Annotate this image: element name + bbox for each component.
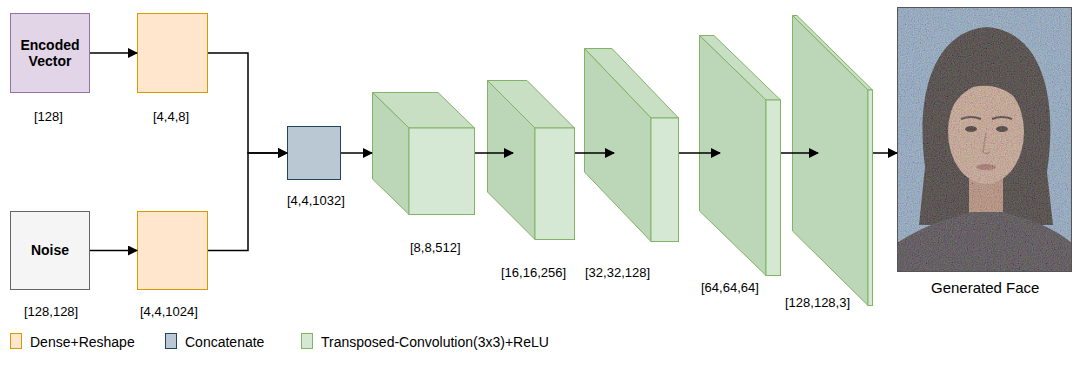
arrow-connector: [475, 152, 513, 154]
conv-block: [32,32,128]: [584, 48, 679, 242]
arrow-connector: [341, 152, 372, 154]
legend-swatch: [10, 333, 22, 349]
legend-text: Concatenate: [185, 334, 264, 350]
input-box: Encoded Vector[128]: [10, 13, 90, 93]
block-shape: [792, 15, 873, 306]
legend-swatch: [165, 333, 177, 349]
conv-block: [16,16,256]: [487, 80, 575, 240]
dimension-label: [8,8,512]: [410, 241, 461, 256]
legend-text: Dense+Reshape: [30, 334, 135, 350]
input-box: Noise[128,128]: [10, 211, 90, 290]
dimension-label: [64,64,64]: [701, 281, 759, 296]
arrow-connector: [781, 152, 818, 154]
legend-swatch: [301, 333, 313, 349]
block-shape: [372, 92, 475, 215]
conv-block: [128,128,3]: [792, 15, 873, 306]
dimension-label: [4,4,1024]: [140, 305, 198, 320]
block-shape: [584, 48, 679, 242]
input-name: Encoded Vector: [14, 37, 86, 69]
concatenate-box: [4,4,1032]: [287, 126, 341, 180]
dimension-label: [128]: [34, 110, 63, 125]
arrow-connector: [679, 152, 720, 154]
output-caption: Generated Face: [931, 279, 1039, 296]
dimension-label: [128,128,3]: [785, 296, 850, 311]
input-name: Noise: [31, 242, 69, 258]
arrow-connector: [873, 152, 897, 154]
face-illustration: [897, 7, 1072, 272]
dimension-label: [4,4,1032]: [287, 194, 345, 209]
arrow-connector: [208, 53, 287, 153]
dimension-label: [128,128]: [24, 305, 78, 320]
conv-block: [8,8,512]: [372, 92, 475, 215]
legend-text: Transposed-Convolution(3x3)+ReLU: [321, 334, 549, 350]
arrow-connector: [575, 152, 614, 154]
dense-reshape-box: [4,4,8]: [137, 13, 208, 93]
arrow-connector: [208, 153, 287, 251]
dimension-label: [32,32,128]: [585, 266, 650, 281]
conv-block: [64,64,64]: [699, 35, 781, 276]
output-image: Generated Face: [897, 7, 1072, 272]
arrow-connector: [90, 250, 137, 252]
arrow-connector: [90, 52, 137, 54]
block-shape: [487, 80, 575, 240]
dimension-label: [16,16,256]: [501, 266, 566, 281]
dimension-label: [4,4,8]: [153, 110, 189, 125]
block-shape: [699, 35, 781, 276]
dense-reshape-box: [4,4,1024]: [137, 211, 208, 290]
